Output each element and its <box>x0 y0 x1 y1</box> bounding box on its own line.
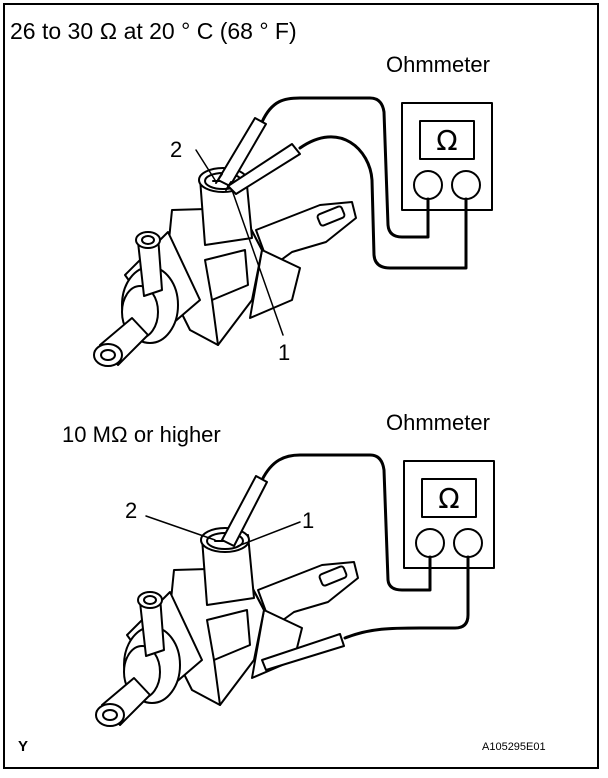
ohm-symbol-top: Ω <box>436 124 457 157</box>
top-condition-label: 26 to 30 Ω at 20 ° C (68 ° F) <box>10 18 297 44</box>
top-ohmmeter-label: Ohmmeter <box>386 52 490 77</box>
vsv-valve-top <box>93 167 357 367</box>
leaders-top <box>195 149 284 336</box>
top-terminal-1-label: 1 <box>278 340 291 365</box>
bottom-terminal-2-label: 2 <box>125 498 138 523</box>
probes-top <box>215 117 301 195</box>
top-terminal-2-label: 2 <box>170 137 183 162</box>
figure-frame <box>3 3 599 769</box>
probes-bottom <box>221 475 345 671</box>
vsv-valve-bottom <box>95 527 359 727</box>
wires-top <box>260 96 468 270</box>
figure-id: A105295E01 <box>482 741 546 753</box>
ohmmeter-top <box>401 102 493 211</box>
ohm-symbol-bottom: Ω <box>438 482 459 515</box>
bottom-ohmmeter-label: Ohmmeter <box>386 410 490 435</box>
wires-bottom <box>260 453 470 640</box>
ohmmeter-bottom <box>403 460 495 569</box>
corner-mark: Y <box>18 738 29 755</box>
leaders-bottom <box>145 515 301 547</box>
bottom-terminal-1-label: 1 <box>302 508 315 533</box>
bottom-condition-label: 10 MΩ or higher <box>62 422 221 447</box>
